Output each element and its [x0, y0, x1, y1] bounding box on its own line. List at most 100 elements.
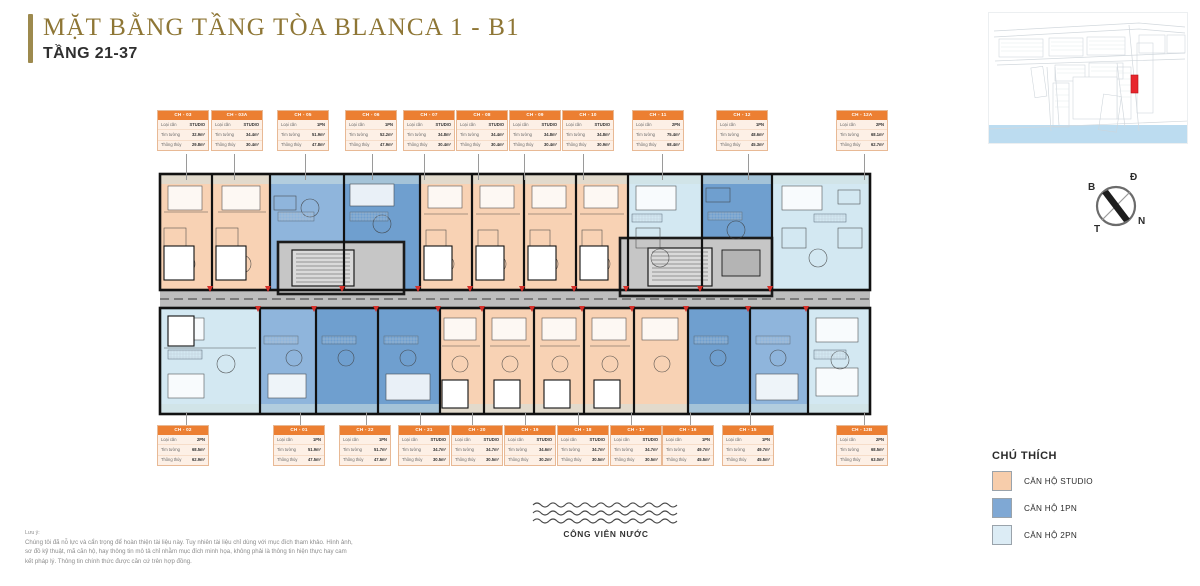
tim-tuong-value: 51.9m² — [312, 132, 325, 138]
tim-tuong-label: Tim tường — [349, 132, 368, 138]
unit-type-value: STUDIO — [642, 436, 658, 442]
unit-type-value: 2PN — [876, 436, 884, 442]
tim-tuong-label: Tim tường — [726, 447, 745, 453]
unit-leader-line — [372, 154, 373, 180]
tim-tuong-value: 68.5m² — [192, 447, 205, 453]
thong-thuy-value: 68.4m² — [667, 142, 680, 148]
tim-tuong-value: 52.2m² — [380, 132, 393, 138]
compass-east-label: Đ — [1130, 172, 1138, 183]
unit-leader-line — [690, 412, 691, 425]
unit-type-value: 2PN — [197, 436, 205, 442]
tim-tuong-value: 34.8m² — [544, 132, 557, 138]
unit-code: CH - 02 — [158, 426, 208, 436]
unit-leader-line — [525, 412, 526, 425]
thong-thuy-value: 30.5m² — [592, 457, 605, 463]
thong-thuy-value: 62.9m² — [192, 457, 205, 463]
tim-tuong-label: Tim tường — [343, 447, 362, 453]
unit-type-label: Loại căn — [561, 436, 577, 442]
unit-leader-line — [864, 154, 865, 180]
unit-type-label: Loại căn — [402, 436, 418, 442]
unit-leader-line — [366, 412, 367, 425]
tim-tuong-label: Tim tường — [508, 447, 527, 453]
tim-tuong-value: 32.9m² — [192, 132, 205, 138]
tim-tuong-label: Tim tường — [566, 132, 585, 138]
unit-type-value: 1PN — [313, 436, 321, 442]
unit-type-label: Loại căn — [614, 436, 630, 442]
thong-thuy-value: 30.2m² — [539, 457, 552, 463]
unit-leader-line — [662, 154, 663, 180]
legend-label: CĂN HỘ STUDIO — [1024, 476, 1093, 486]
unit-type-label: Loại căn — [460, 121, 476, 127]
water-park-marker: CÔNG VIÊN NƯỚC — [523, 500, 689, 539]
unit-type-value: 1PN — [385, 121, 393, 127]
unit-leader-line — [631, 412, 632, 425]
tim-tuong-label: Tim tường — [840, 132, 859, 138]
tim-tuong-value: 48.6m² — [751, 132, 764, 138]
tim-tuong-label: Tim tường — [720, 132, 739, 138]
thong-thuy-label: Thông thủy — [840, 142, 861, 148]
unit-type-label: Loại căn — [281, 121, 297, 127]
unit-leader-line — [864, 412, 865, 425]
unit-leader-line — [305, 154, 306, 180]
unit-leader-line — [186, 412, 187, 425]
unit-type-label: Loại căn — [161, 436, 177, 442]
disclaimer-note: Lưu ý: Chúng tôi đã nỗ lực và cẩn trọng … — [25, 530, 355, 567]
tim-tuong-label: Tim tường — [614, 447, 633, 453]
unit-type-value: STUDIO — [536, 436, 552, 442]
unit-type-value: 1PN — [702, 436, 710, 442]
unit-code: CH - 12B — [837, 426, 887, 436]
unit-code: CH - 09 — [510, 111, 560, 121]
tim-tuong-value: 49.7m² — [757, 447, 770, 453]
tim-tuong-label: Tim tường — [513, 132, 532, 138]
tim-tuong-label: Tim tường — [161, 447, 180, 453]
unit-leader-line — [583, 154, 584, 180]
tim-tuong-label: Tim tường — [281, 132, 300, 138]
thong-thuy-value: 30.4m² — [544, 142, 557, 148]
unit-type-label: Loại căn — [455, 436, 471, 442]
unit-leader-line — [578, 412, 579, 425]
compass-south-label: N — [1138, 216, 1146, 227]
unit-type-label: Loại căn — [277, 436, 293, 442]
tim-tuong-label: Tim tường — [215, 132, 234, 138]
unit-leader-line — [748, 154, 749, 180]
site-location-map — [988, 12, 1188, 144]
tim-tuong-label: Tim tường — [161, 132, 180, 138]
unit-leader-line — [750, 412, 751, 425]
unit-code: CH - 12 — [717, 111, 767, 121]
page-title: MẶT BẰNG TẦNG TÒA BLANCA 1 - B1 — [43, 14, 520, 41]
unit-type-label: Loại căn — [513, 121, 529, 127]
tim-tuong-label: Tim tường — [636, 132, 655, 138]
page-header: MẶT BẰNG TẦNG TÒA BLANCA 1 - B1 TẦNG 21-… — [28, 14, 520, 63]
thong-thuy-value: 30.4m² — [491, 142, 504, 148]
note-title: Lưu ý: — [25, 530, 40, 536]
tim-tuong-value: 34.7m² — [486, 447, 499, 453]
tim-tuong-value: 34.7m² — [592, 447, 605, 453]
tim-tuong-value: 68.5m² — [871, 447, 884, 453]
thong-thuy-label: Thông thủy — [343, 457, 364, 463]
thong-thuy-value: 29.8m² — [192, 142, 205, 148]
unit-leader-line — [300, 412, 301, 425]
